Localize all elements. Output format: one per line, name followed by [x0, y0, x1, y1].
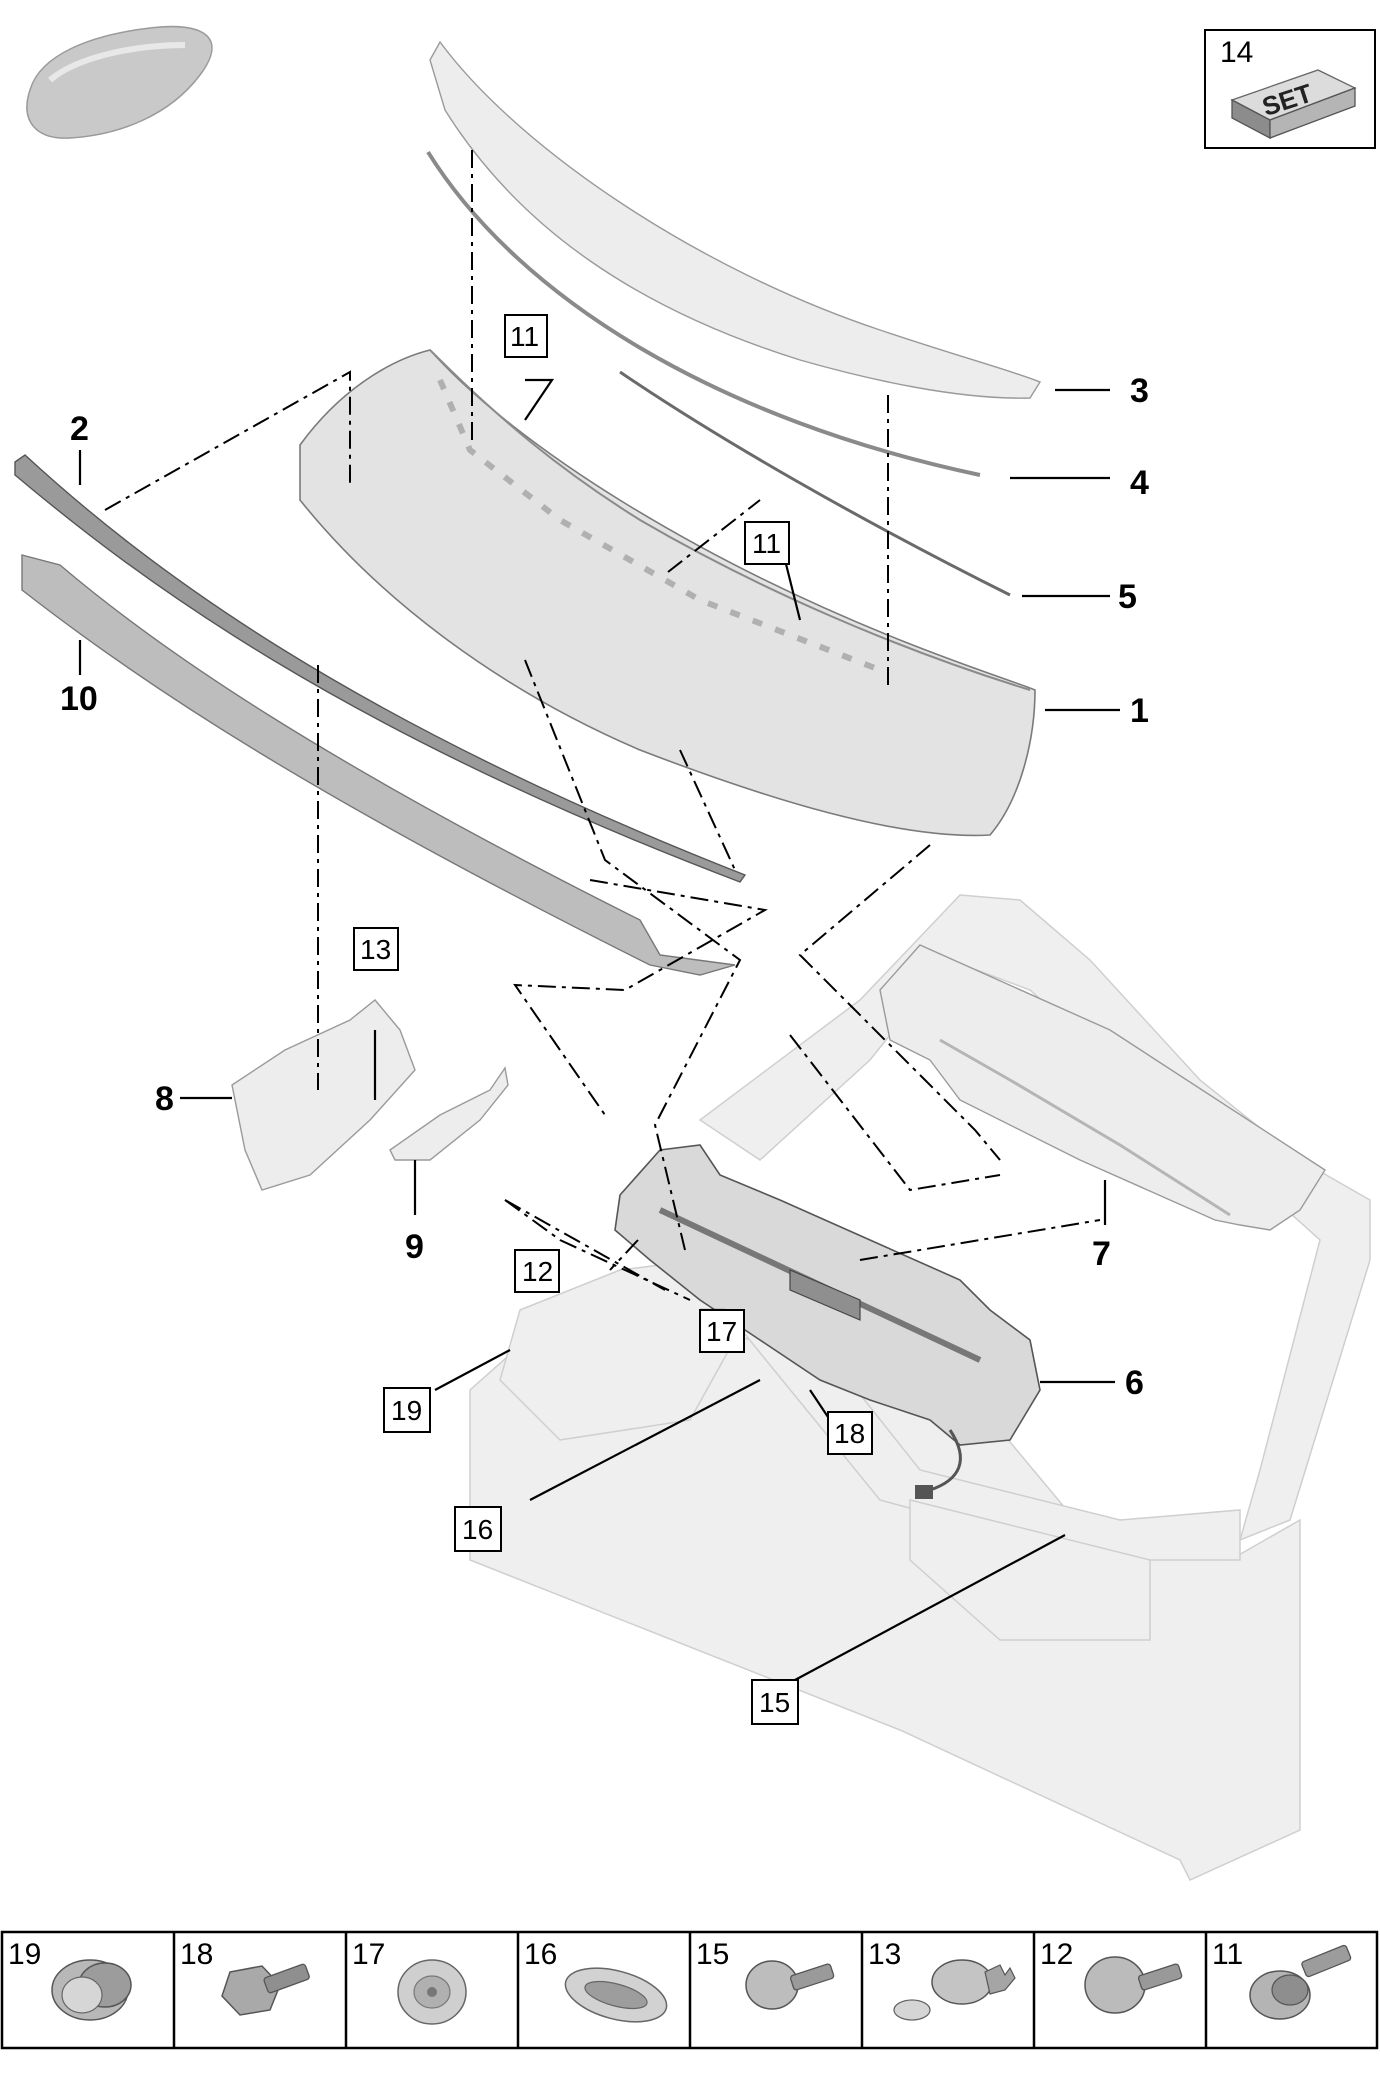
callout-4: 4 [1130, 464, 1149, 502]
svg-text:11: 11 [510, 321, 539, 352]
callout-9: 9 [405, 1228, 424, 1266]
box-16: 16 [454, 1506, 502, 1552]
callout-3: 3 [1130, 372, 1149, 410]
flange-bolt-icon [1249, 1944, 1352, 2020]
part-5-cable [619, 370, 1011, 597]
part-8-bracket [231, 999, 416, 1191]
dome-washer-icon [397, 1959, 467, 2025]
set-box-14: 14 SET [1204, 29, 1376, 149]
callout-10: 10 [60, 680, 98, 718]
part-1-rear-spoiler [299, 349, 1036, 837]
box-11-lower: 11 [744, 521, 790, 565]
part-7-cover [879, 944, 1326, 1231]
boxed-callouts: 11 11 13 12 17 19 18 16 [353, 314, 873, 1725]
part-6-spoiler-actuator [614, 1144, 1041, 1499]
box-18: 18 [827, 1411, 873, 1455]
box-12: 12 [514, 1249, 560, 1293]
svg-text:16: 16 [462, 1514, 493, 1545]
fastener-label-18: 18 [180, 1938, 213, 1971]
svg-text:12: 12 [522, 1256, 553, 1287]
part-3-spoiler-cover [429, 40, 1042, 399]
fastener-cell-dividers [172, 1932, 1208, 2048]
oval-grommet-icon [564, 1967, 668, 2023]
fastener-label-19: 19 [8, 1938, 41, 1971]
callout-6: 6 [1125, 1364, 1144, 1402]
box-13: 13 [353, 927, 399, 971]
part-callouts: 3 4 5 1 2 10 8 9 7 6 [60, 372, 1149, 1402]
fastener-label-17: 17 [352, 1938, 385, 1971]
torx-bolt-icon [745, 1960, 835, 2010]
assembly-guide-lines [104, 150, 1101, 1301]
fastener-label-15: 15 [696, 1938, 729, 1971]
fastener-label-13: 13 [868, 1938, 901, 1971]
box-17: 17 [699, 1309, 745, 1353]
box-15: 15 [751, 1679, 799, 1725]
fastener-strip: 19 18 17 16 15 13 12 11 [0, 1930, 1379, 2050]
vehicle-silhouette-icon [26, 25, 213, 139]
box-19: 19 [383, 1387, 431, 1433]
plastic-clip-icon [893, 1959, 1016, 2021]
part-10-gasket [21, 554, 736, 976]
callout-1: 1 [1130, 692, 1149, 730]
fastener-label-16: 16 [524, 1938, 557, 1971]
callout-8: 8 [155, 1080, 174, 1118]
flange-nut-icon [51, 1959, 132, 2021]
svg-text:11: 11 [752, 528, 781, 559]
fastener-label-11: 11 [1212, 1938, 1243, 1971]
fastener-label-12: 12 [1040, 1938, 1073, 1971]
svg-text:13: 13 [360, 934, 391, 965]
box-11-upper: 11 [504, 314, 548, 358]
part-4-seal [426, 150, 981, 477]
callout-2: 2 [70, 410, 89, 448]
pan-bolt-icon [1084, 1956, 1183, 2014]
svg-text:19: 19 [391, 1395, 422, 1426]
leader-lines [78, 378, 1120, 1681]
hex-bolt-icon [221, 1963, 310, 2016]
part-2-trim-strip [14, 454, 747, 883]
part-9-bracket [389, 1066, 509, 1161]
callout-7: 7 [1092, 1235, 1111, 1273]
callout-5: 5 [1118, 578, 1137, 616]
set-box-number: 14 [1220, 36, 1253, 69]
svg-text:15: 15 [759, 1687, 790, 1718]
svg-text:17: 17 [706, 1316, 737, 1347]
svg-text:18: 18 [834, 1418, 865, 1449]
